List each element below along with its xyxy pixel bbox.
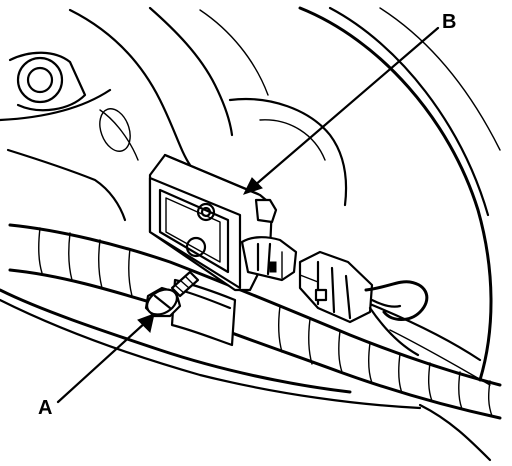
callout-b-label: B xyxy=(442,11,456,33)
callout-a-label: A xyxy=(38,397,52,419)
callout-b: B xyxy=(243,11,456,195)
sensor-unit xyxy=(148,153,278,292)
harness-connector xyxy=(298,250,429,357)
callout-a: A xyxy=(38,313,155,419)
sensor-connector xyxy=(240,236,298,282)
mounting-bolt xyxy=(144,270,200,318)
body-panel-lines xyxy=(0,6,501,462)
